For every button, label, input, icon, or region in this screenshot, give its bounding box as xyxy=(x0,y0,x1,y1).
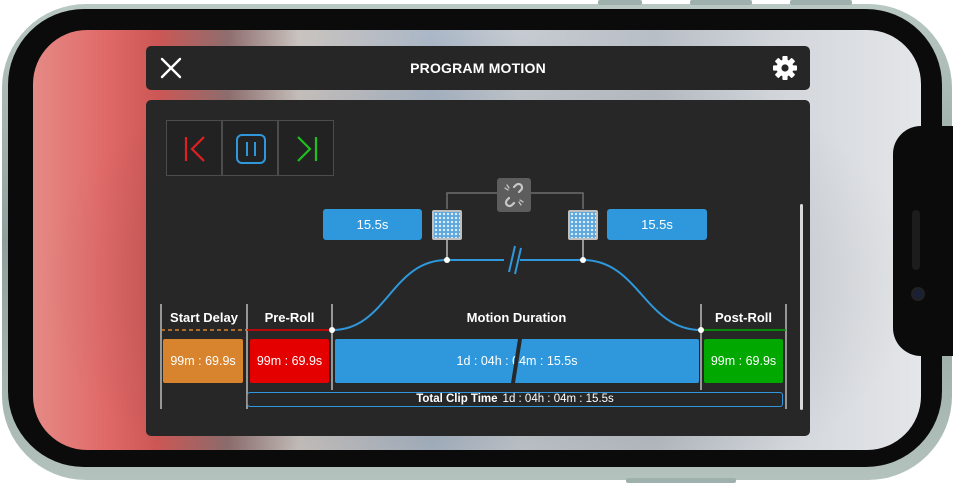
phone-side-button xyxy=(690,0,752,5)
phone-side-button xyxy=(790,0,852,5)
gear-icon xyxy=(773,56,797,80)
page-title: PROGRAM MOTION xyxy=(410,60,546,76)
link-toggle-button[interactable] xyxy=(497,178,531,212)
total-clip-time: Total Clip Time 1d : 04h : 04m : 15.5s xyxy=(247,392,783,407)
jump-to-end-button[interactable] xyxy=(278,120,334,176)
pause-button[interactable] xyxy=(222,120,278,176)
unlink-icon xyxy=(504,182,524,208)
start-delay-label: Start Delay xyxy=(170,310,238,325)
transport-controls xyxy=(166,120,337,177)
close-button[interactable] xyxy=(160,57,182,79)
motion-duration-label: Motion Duration xyxy=(466,310,567,325)
jump-to-start-button[interactable] xyxy=(166,120,222,176)
total-clip-value: 1d : 04h : 04m : 15.5s xyxy=(502,393,614,405)
ramp-out-handle[interactable] xyxy=(568,210,598,240)
total-clip-label: Total Clip Time xyxy=(416,393,498,405)
ramp-in-handle[interactable] xyxy=(432,210,462,240)
jump-to-end-icon xyxy=(297,136,318,162)
phone-side-button xyxy=(598,0,642,5)
pre-roll-label: Pre-Roll xyxy=(264,310,315,325)
header-bar: PROGRAM MOTION xyxy=(146,46,810,90)
phone-speaker xyxy=(912,210,920,270)
curve-node[interactable] xyxy=(580,257,586,263)
start-delay-value[interactable]: 99m : 69.9s xyxy=(163,339,243,383)
phone-camera xyxy=(911,287,925,301)
curve-node[interactable] xyxy=(329,327,335,333)
post-roll-label: Post-Roll xyxy=(714,310,773,325)
timeline-break-icon xyxy=(508,245,522,275)
pre-roll-value[interactable]: 99m : 69.9s xyxy=(250,339,329,383)
curve-node[interactable] xyxy=(698,327,704,333)
jump-to-start-icon xyxy=(184,136,205,162)
motion-curve xyxy=(331,259,702,331)
settings-button[interactable] xyxy=(772,55,798,81)
ramp-out-duration[interactable]: 15.5s xyxy=(607,209,707,240)
motion-duration-value[interactable]: 1d : 04h : 04m : 15.5s xyxy=(335,339,699,383)
link-connector-left xyxy=(446,192,497,209)
phone-side-button xyxy=(626,478,736,483)
link-connector-right xyxy=(531,192,584,209)
phone-notch xyxy=(893,126,953,356)
timeline-break-icon xyxy=(511,339,522,383)
motion-panel: 15.5s 15.5s Start Delay Pre-Roll Motion … xyxy=(146,100,810,436)
motion-curve-graph xyxy=(160,192,787,409)
curve-node[interactable] xyxy=(444,257,450,263)
pause-icon xyxy=(236,134,266,164)
post-roll-value[interactable]: 99m : 69.9s xyxy=(704,339,783,383)
vertical-scrollbar[interactable] xyxy=(800,204,803,410)
close-icon xyxy=(160,57,182,79)
ramp-in-duration[interactable]: 15.5s xyxy=(323,209,422,240)
